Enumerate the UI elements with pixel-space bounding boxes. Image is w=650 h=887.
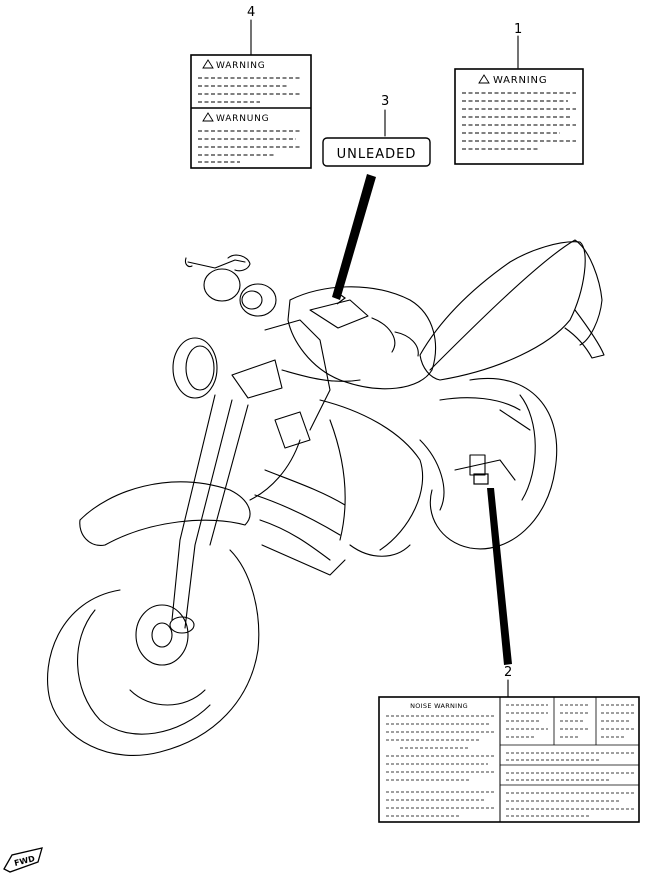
label-4-warning-text: WARNING xyxy=(216,61,266,71)
warning-triangle-icon xyxy=(202,59,214,69)
fwd-direction-badge: FWD xyxy=(3,847,43,873)
leader-lines xyxy=(250,19,519,698)
label-3-unleaded: UNLEADED xyxy=(322,137,431,167)
warning-triangle-icon xyxy=(202,112,214,122)
pointer-to-frame xyxy=(487,488,512,665)
pointer-to-tank xyxy=(332,174,376,300)
label-4-fine-print xyxy=(198,77,302,163)
label-4-warning-warnung: WARNING WARNUNG xyxy=(190,54,312,169)
callout-3: 3 xyxy=(381,94,389,109)
frame-label-spot xyxy=(473,473,489,485)
label-1-fine-print xyxy=(462,92,576,150)
tank-label-spot xyxy=(336,292,347,305)
callout-4: 4 xyxy=(247,5,255,20)
callout-numbers: 4 1 3 2 xyxy=(247,5,522,680)
unleaded-text: UNLEADED xyxy=(337,147,417,162)
warning-triangle-icon xyxy=(478,74,490,84)
fwd-arrow-icon xyxy=(3,847,43,873)
noise-warning-text: NOISE WARNING xyxy=(410,702,468,710)
motorcycle-illustration xyxy=(47,239,605,756)
label-2-noise-info-plate: NOISE WARNING xyxy=(378,696,640,823)
callout-2: 2 xyxy=(504,665,512,680)
pointer-bars xyxy=(332,174,512,665)
label-1-warning-text: WARNING xyxy=(493,75,547,86)
label-4-warnung-text: WARNUNG xyxy=(216,114,269,124)
label-2-fine-print xyxy=(386,704,634,817)
callout-1: 1 xyxy=(514,22,522,37)
label-1-warning: WARNING xyxy=(454,68,584,165)
